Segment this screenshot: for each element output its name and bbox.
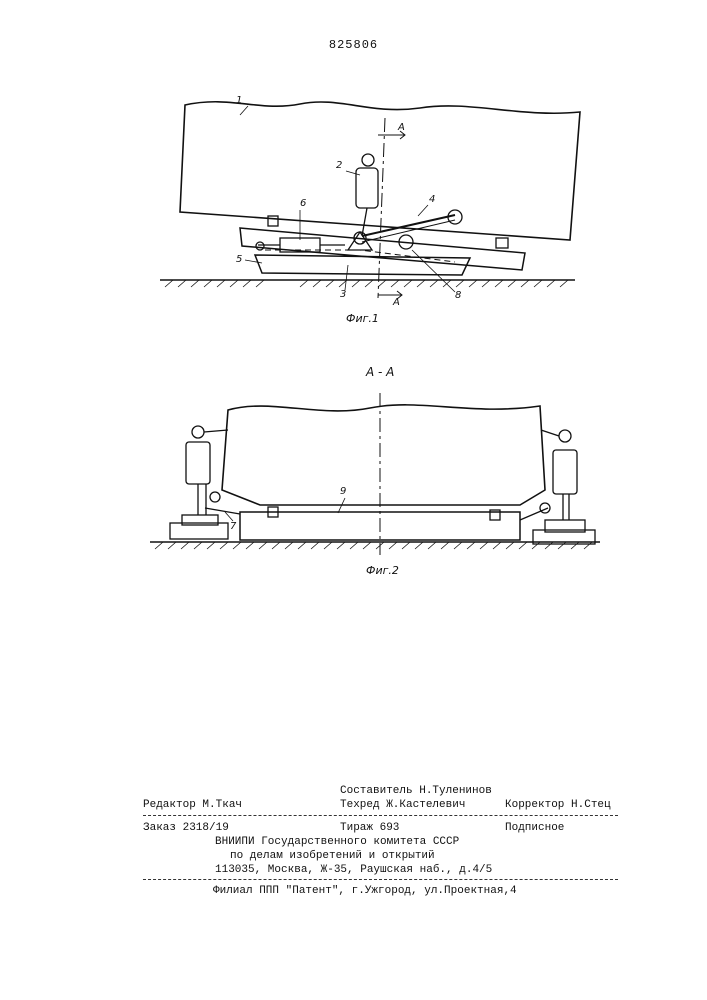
footer-editor: Редактор М.Ткач xyxy=(143,799,242,811)
fig1-label-4: 4 xyxy=(429,194,435,205)
fig1-label-2: 2 xyxy=(336,160,342,171)
fig1-label-1: 1 xyxy=(236,95,242,106)
fig1-label-6: 6 xyxy=(300,198,306,209)
fig1-label-8: 8 xyxy=(455,290,461,301)
footer-rule-2 xyxy=(143,879,618,880)
footer-address: 113035, Москва, Ж-35, Раушская наб., д.4… xyxy=(215,864,492,876)
footer-rule-1 xyxy=(143,815,618,816)
footer-techred: Техред Ж.Кастелевич xyxy=(340,799,465,811)
footer-composer: Составитель Н.Туленинов xyxy=(340,785,492,797)
footer-org-line1: ВНИИПИ Государственного комитета СССР xyxy=(215,836,459,848)
fig2-label-7: 7 xyxy=(230,521,236,532)
fig2-drawing xyxy=(150,393,600,555)
fig1-label-5: 5 xyxy=(236,254,242,265)
fig1-caption: Фиг.1 xyxy=(346,312,379,325)
fig1-section-mark-bottom: А xyxy=(393,297,400,308)
fig1-section-mark-top: А xyxy=(398,122,405,133)
footer-order: Заказ 2318/19 xyxy=(143,822,229,834)
footer-corrector: Корректор Н.Стец xyxy=(505,799,611,811)
fig2-label-9: 9 xyxy=(340,486,346,497)
fig1-drawing xyxy=(160,102,580,299)
footer-circulation: Тираж 693 xyxy=(340,822,399,834)
footer-org-line2: по делам изобретений и открытий xyxy=(230,850,435,862)
fig2-caption: Фиг.2 xyxy=(366,564,399,577)
footer-subscription: Подписное xyxy=(505,822,564,834)
fig2-section-title: А - А xyxy=(366,365,394,379)
footer-branch: Филиал ППП "Патент", г.Ужгород, ул.Проек… xyxy=(213,885,517,897)
fig1-label-3: 3 xyxy=(340,289,346,300)
